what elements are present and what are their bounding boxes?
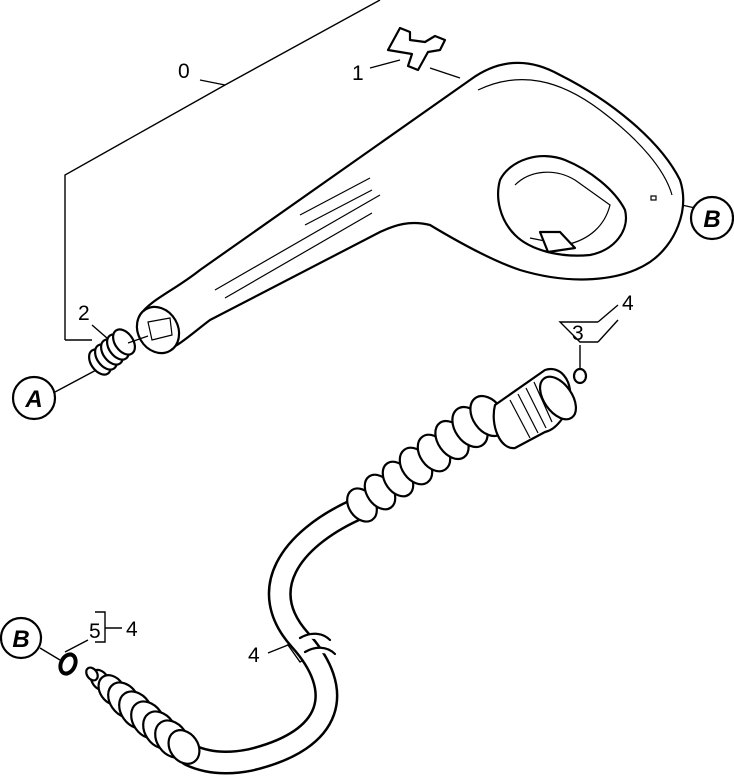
handle-mark [650,195,657,201]
callout-part-0: 0 [178,60,190,83]
leader-part-0 [64,0,381,340]
connector-a: A [11,375,57,421]
trigger-lever [538,230,577,254]
grip-groove-1 [214,194,381,291]
gun-handle [135,61,685,355]
hose-assembly [85,367,578,775]
hose-sleeve-upper [346,394,507,523]
connector-b-left: B [0,616,43,660]
connector-b-right-label: B [703,206,720,233]
clip-part-1 [386,26,447,72]
callout-part-4-mid: 4 [248,644,260,667]
hose-nut [492,367,578,450]
leader-part-0-tick [199,79,226,86]
connector-b-right: B [689,195,734,241]
callout-part-5: 5 [89,620,101,643]
connector-b-left-label: B [12,626,29,653]
hose-tube-fill [180,500,365,772]
handle-front-insert [147,317,173,341]
hose-cut-1 [298,632,332,642]
callout-part-4-top: 4 [622,292,634,315]
leader-part-4-top-b [597,319,619,343]
callout-labels: 0 1 2 3 4 4 5 4 [78,60,634,667]
spring-part-2 [87,328,149,376]
hose-tube-outline [178,498,367,775]
leader-part-5 [64,639,89,653]
callout-part-4-bottom: 4 [126,618,138,641]
connector-a-label: A [24,386,42,413]
trigger-opening [497,155,628,257]
leader-lines [39,0,696,663]
hose-sleeve-lower [85,666,201,765]
leader-part-4-top [597,304,619,323]
leader-part-1 [369,59,401,69]
grip-groove-2 [224,212,373,299]
handle-body [137,61,685,354]
bracket-3-4 [558,321,598,343]
trigger-inner [514,171,611,246]
bracket-5-4 [95,611,106,643]
hose-cut-2 [303,646,337,656]
leader-connector-b-left [39,647,61,661]
leader-connector-a [54,367,101,393]
leader-part-4-mid [267,644,289,654]
handle-ridge [477,79,673,196]
leader-part-1b [429,67,461,79]
clip-shape [386,26,447,72]
callout-part-3: 3 [572,322,584,345]
callout-part-2: 2 [78,302,90,325]
grip-groove-3 [299,177,371,216]
o-ring-part-3 [572,367,588,385]
seal-part-5 [58,652,78,676]
callout-part-1: 1 [352,62,364,85]
grip-groove-4 [304,189,373,226]
